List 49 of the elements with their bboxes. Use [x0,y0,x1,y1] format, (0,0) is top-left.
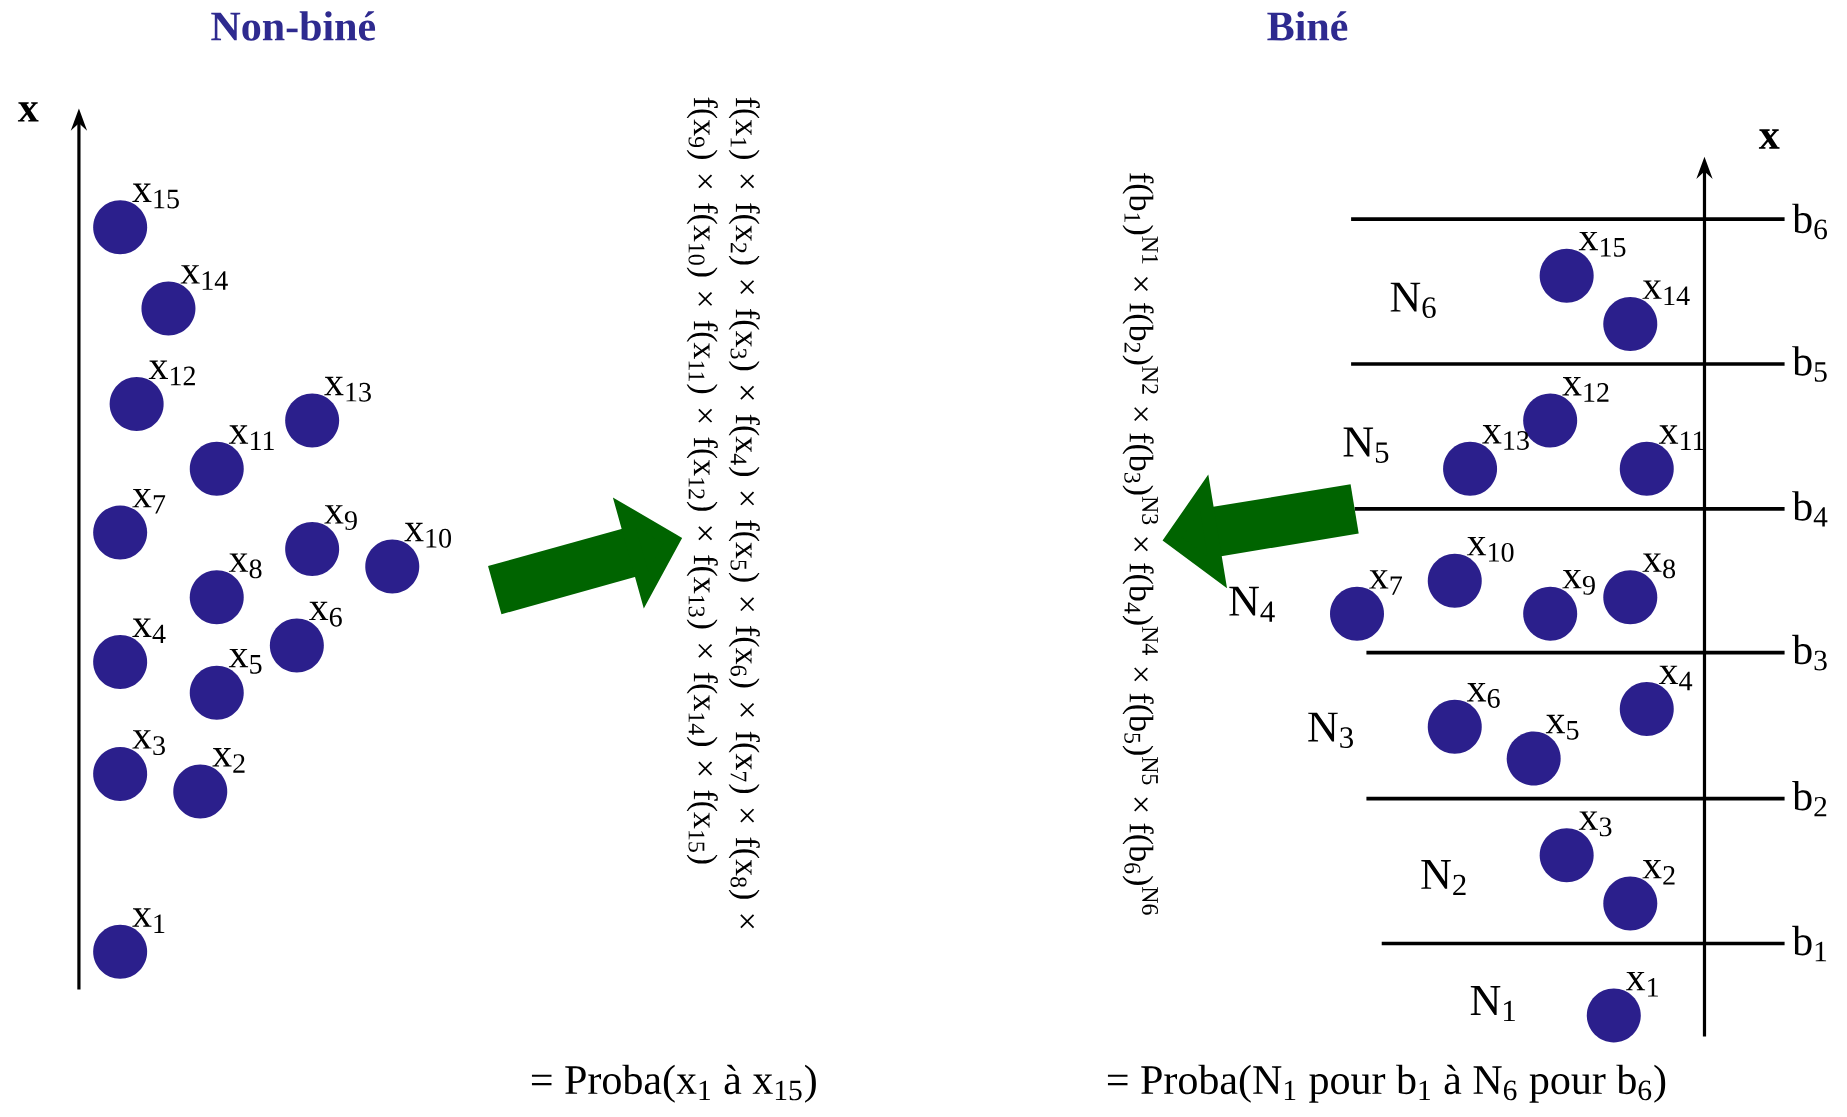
equation-text: = Proba(N$_{1}$ pour b$_{1}$ à N$_{6}$ pour b$_{6}$) [1107,1064,1666,1103]
dot-label: x$_{15}$ [1578,232,1626,257]
dot-label: x$_{2}$ [1642,860,1675,885]
dot-label: x$_{10}$ [404,523,451,548]
axis-label: x [17,102,39,122]
dot-label: x$_{1}$ [1625,972,1658,997]
bin-label: b$_{3}$ [1792,634,1827,671]
dot-label: x$_{11}$ [1658,425,1704,451]
bin-label: b$_{1}$ [1792,926,1827,962]
bin-count-label: N$_{6}$ [1390,282,1436,319]
bin-count-label: N$_{2}$ [1421,860,1466,896]
dot-label: x$_{14}$ [1642,280,1690,306]
dot-label: x$_{6}$ [309,601,342,627]
bin-label: b$_{6}$ [1792,203,1827,240]
dot-label: x$_{15}$ [132,183,179,209]
bin-count-label: N$_{4}$ [1229,586,1275,622]
dot-label: x$_{8}$ [1642,553,1675,579]
bin-count-label: N$_{5}$ [1343,427,1389,464]
dot-label: x$_{11}$ [228,425,274,451]
bin-label: b$_{5}$ [1792,346,1827,382]
bin-label: b$_{4}$ [1792,491,1828,527]
bin-count-label: N$_{3}$ [1308,712,1353,749]
dot-label: x$_{13}$ [1482,425,1529,451]
dot-label: x$_{7}$ [1369,570,1402,595]
dot-label: x$_{14}$ [180,265,228,290]
bin-count-label: N$_{1}$ [1470,986,1515,1022]
dot-label: x$_{12}$ [1562,377,1609,402]
dot-label: x$_{9}$ [1562,570,1595,595]
formula-text: f(b$_{1}$)$^{N1}$ × f(b$_{2}$)$^{N2}$ × f(b$_{3}$)$^{N3}$ × f(b$_{4}$)$^{N4}$ × f(b$_{5}$)$^{N5}$ × f(b$_{6}$)$^{N6}$ [1122,173,1159,915]
panel-title: Biné [1267,11,1348,41]
dot-label: x$_{7}$ [132,489,166,514]
bin-label: b$_{2}$ [1792,781,1827,817]
dot-label: x$_{6}$ [1466,683,1500,709]
dot-label: x$_{4}$ [1658,665,1693,691]
dot-label: x$_{4}$ [132,618,166,644]
dot-label: x$_{3}$ [132,730,165,756]
axis-label: x [1758,129,1780,149]
dot-label: x$_{10}$ [1466,537,1514,562]
dot-label: x$_{13}$ [324,376,371,402]
equation-text: = Proba(x$_{1}$ à x$_{15}$) [531,1064,816,1103]
dot-label: x$_{9}$ [324,505,357,531]
dot-label: x$_{3}$ [1578,811,1612,837]
dot-label: x$_{8}$ [228,553,262,579]
dot-label: x$_{5}$ [228,649,262,674]
panel-title: Non-biné [211,11,376,41]
dot-label: x$_{12}$ [148,360,195,386]
dot-label: x$_{2}$ [212,748,245,773]
dot-label: x$_{1}$ [132,908,165,934]
dot-label: x$_{5}$ [1545,715,1579,740]
